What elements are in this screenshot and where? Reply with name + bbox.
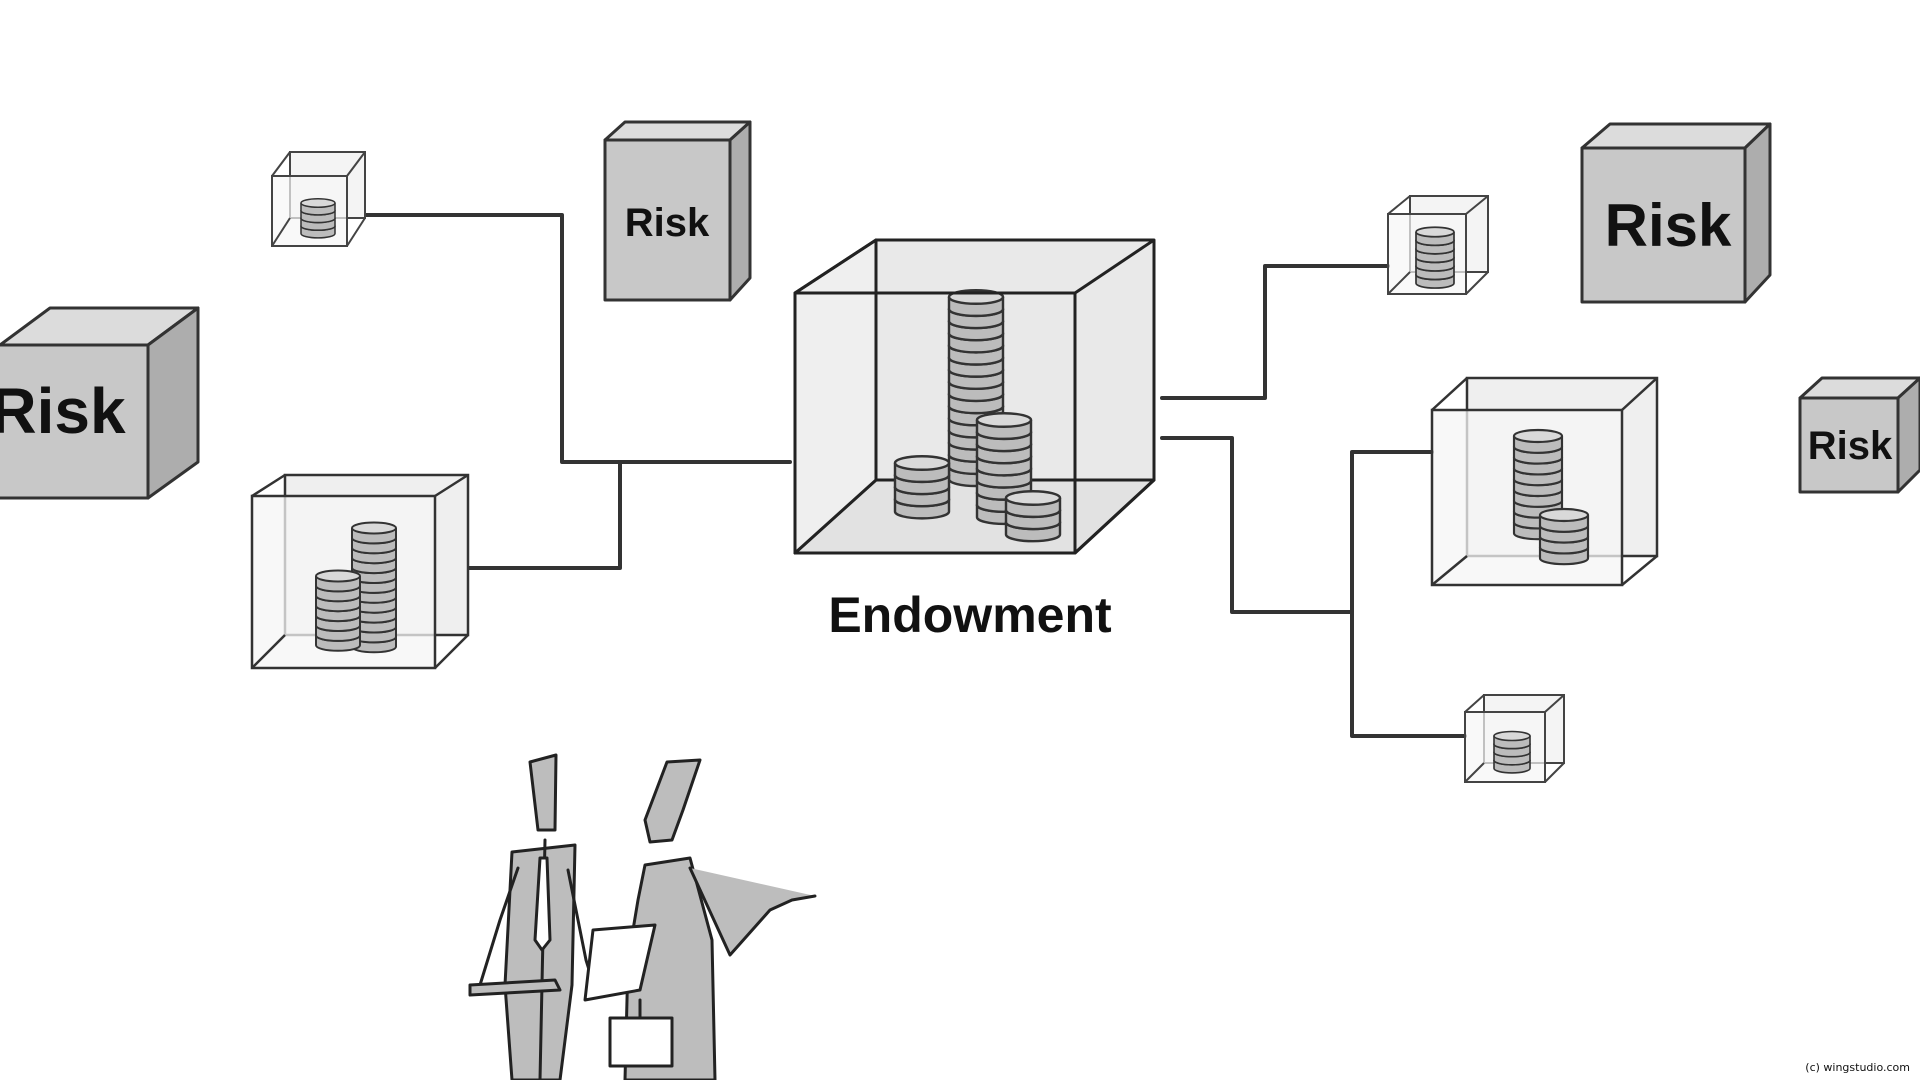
endowment-box xyxy=(793,238,1156,555)
connector-medium-box-to-endowment xyxy=(448,460,622,570)
risk-box-upper-left: Risk xyxy=(603,120,752,302)
credit-text: (c) wingstudio.com xyxy=(1805,1061,1910,1074)
right-small-coin-box xyxy=(1387,195,1489,295)
businesspeople-illustration xyxy=(468,753,817,1082)
businessman-figure xyxy=(468,753,598,1082)
risk-label-upper-left: Risk xyxy=(625,201,710,245)
businesswoman-figure xyxy=(583,758,817,1082)
right-medium-coin-box xyxy=(1430,376,1659,587)
risk-box-right-edge: Risk xyxy=(1798,376,1920,494)
endowment-box-front xyxy=(793,291,1077,555)
risk-label-right-edge: Risk xyxy=(1808,424,1893,468)
left-small-coin-box xyxy=(271,151,366,247)
risk-box-large-left: Risk xyxy=(0,306,200,500)
connector-small-box-to-endowment xyxy=(363,213,792,464)
left-medium-coin-box xyxy=(250,473,470,670)
risk-label-upper-right: Risk xyxy=(1605,192,1732,259)
right-tiny-coin-box xyxy=(1464,694,1565,783)
coin-stack-small-left xyxy=(895,456,949,518)
risk-label-large-left: Risk xyxy=(0,375,126,447)
connector-endowment-to-right-branch xyxy=(1160,436,1354,614)
connector-branch-to-medium-box xyxy=(1350,450,1434,614)
risk-box-upper-right: Risk xyxy=(1580,122,1772,304)
connector-lines xyxy=(363,213,1467,738)
connector-branch-to-tiny-box xyxy=(1350,610,1467,738)
connector-endowment-to-right-small-box xyxy=(1160,264,1390,400)
endowment-label: Endowment xyxy=(828,587,1112,643)
coin-stack-small-right xyxy=(1006,491,1060,541)
